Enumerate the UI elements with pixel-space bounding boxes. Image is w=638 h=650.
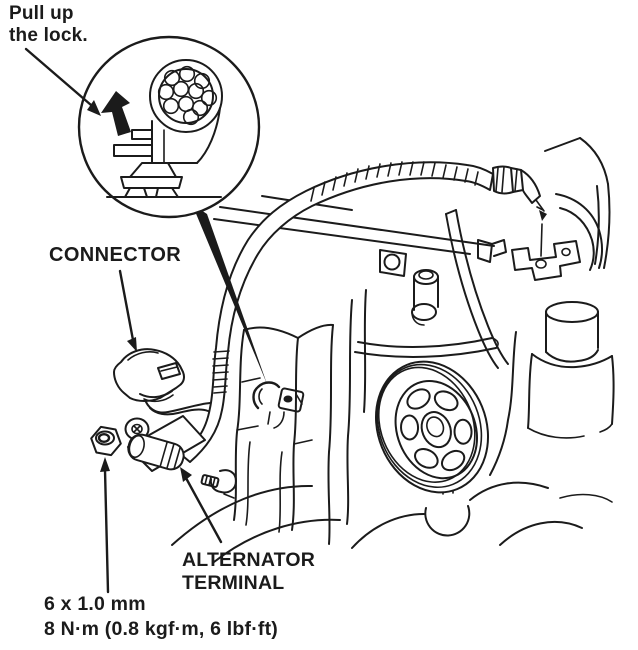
connector-callout-label: CONNECTOR <box>49 244 181 267</box>
connector-leader-arrow <box>118 269 137 352</box>
engine-center-parts <box>354 249 499 358</box>
engine-bottom-contours <box>171 481 613 563</box>
inset-caption-line2: the lock. <box>9 25 88 46</box>
magnifier-wedge <box>192 204 267 384</box>
bolt-torque-text: 8 N·m (0.8 kgf·m, 6 lbf·ft) <box>44 618 278 640</box>
terminal-nut <box>90 425 122 457</box>
engine-right-side <box>445 137 615 476</box>
nut-leader-arrow <box>100 457 110 594</box>
terminal-callout-line1: ALTERNATOR <box>182 549 316 571</box>
harness-corrugation-small <box>212 350 230 394</box>
pullup-leader-arrow <box>24 47 101 116</box>
harness-corrugation-large <box>310 161 479 202</box>
inset-caption: Pull up the lock. <box>9 3 88 47</box>
inset-caption-line1: Pull up <box>9 3 74 24</box>
connector-side-view <box>106 107 222 198</box>
harness-lock-clamp <box>252 381 305 429</box>
harness-end-fitting <box>492 165 547 257</box>
terminal-leader-arrow <box>180 467 223 544</box>
alternator-body <box>233 289 367 545</box>
connector-plug <box>113 348 211 416</box>
wire-bundle <box>157 65 218 126</box>
terminal-boot <box>127 433 185 471</box>
bolt-torque-spec-label: 6 x 1.0 mm 8 N·m (0.8 kgf·m, 6 lbf·ft) <box>44 592 278 642</box>
connector-callout-text: CONNECTOR <box>49 244 182 266</box>
pulley <box>374 360 490 494</box>
alternator-terminal-callout-label: ALTERNATOR TERMINAL <box>182 549 315 595</box>
alternator-terminal-assembly <box>90 415 237 499</box>
harness-tube <box>177 161 547 463</box>
callout-arrows <box>24 47 223 594</box>
bolt-size-text: 6 x 1.0 mm <box>44 593 146 615</box>
pull-up-arrow-icon <box>101 91 131 136</box>
lock-inset <box>77 35 261 219</box>
harness-clip-bolt <box>200 469 237 499</box>
terminal-callout-line2: TERMINAL <box>182 572 285 594</box>
